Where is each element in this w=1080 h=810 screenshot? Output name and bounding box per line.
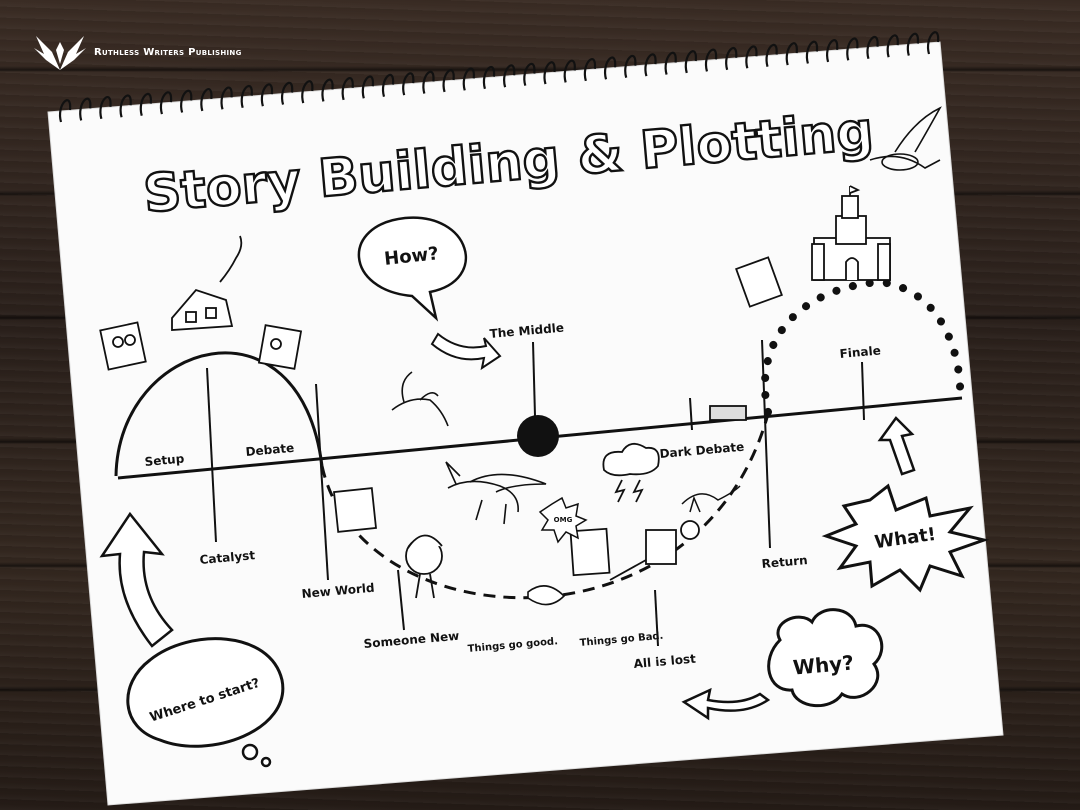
spiral-ring [664, 51, 677, 75]
spiral-ring [119, 94, 132, 118]
spiral-ring [180, 89, 193, 113]
finale-dotted-arc [760, 277, 965, 416]
spiral-ring [422, 70, 435, 94]
spiral-ring [846, 37, 859, 61]
spiral-ring [220, 86, 233, 110]
spiral-ring [240, 84, 253, 109]
svg-text:OMG: OMG [554, 516, 573, 524]
spiral-ring [785, 42, 798, 66]
spiral-ring [583, 58, 596, 82]
spiral-ring [301, 80, 314, 104]
what-starburst-bubble: What! [821, 483, 990, 593]
spiral-ring [442, 69, 455, 93]
spiral-ring [926, 31, 940, 55]
spiral-ring [523, 62, 536, 86]
big-up-arrow-icon [99, 511, 174, 648]
spiral-ring [684, 50, 697, 74]
dragon-illustration [391, 371, 449, 427]
label-debate: Debate [245, 441, 295, 459]
spiral-ring [603, 56, 617, 80]
storm-cloud-icon [602, 442, 660, 503]
spiral-ring [341, 77, 354, 101]
spiral-ring [321, 78, 334, 102]
spiral-ring [159, 91, 173, 115]
spiral-ring [886, 34, 899, 58]
girl-character-illustration [405, 534, 443, 599]
flying-dragon-illustration [869, 106, 942, 171]
spiral-ring [200, 88, 213, 112]
brand-header: Ruthless Writers Publishing [30, 30, 242, 74]
spiral-ring [381, 73, 395, 97]
house-illustration [171, 235, 243, 331]
spiral-ring [866, 35, 879, 60]
spiral-ring [563, 59, 576, 83]
pegasus-illustration [445, 461, 547, 525]
castle-illustration [811, 185, 891, 281]
spiral-ring [503, 64, 516, 88]
spiral-ring [58, 99, 72, 123]
spiral-ring [280, 81, 294, 105]
label-setup: Setup [144, 452, 185, 469]
spiral-ring [99, 95, 112, 120]
spiral-ring [644, 53, 657, 77]
spiral-ring [79, 97, 92, 121]
setup-arch [114, 351, 324, 477]
spiral-ring [361, 75, 374, 99]
curved-arrow-right-icon [430, 332, 502, 371]
where-to-start-thought-bubble: Where to start? [126, 637, 285, 768]
label-return: Return [761, 553, 808, 571]
spiral-ring [745, 45, 758, 69]
middle-dot [517, 415, 559, 457]
up-arrow-right-icon [877, 416, 916, 476]
small-creatures-illustration [681, 485, 741, 513]
omg-burst: OMG [538, 496, 588, 544]
label-new-world: New World [301, 581, 375, 601]
spiral-ring [462, 67, 475, 91]
spiral-binding [58, 31, 940, 123]
fish-illustration [527, 585, 566, 606]
brand-name: Ruthless Writers Publishing [94, 46, 242, 58]
spiral-ring [906, 32, 919, 56]
spiral-ring [624, 54, 637, 79]
why-cloud-bubble: Why? [767, 608, 884, 708]
spiral-ring [482, 65, 496, 90]
spiral-ring [139, 92, 152, 116]
spiral-ring [725, 46, 738, 71]
label-the-middle: The Middle [489, 321, 564, 341]
spiral-ring [805, 40, 818, 64]
spiral-ring [543, 61, 556, 85]
spiral-ring [765, 43, 778, 67]
how-speech-bubble: How? [357, 216, 468, 322]
robot-knight-illustration [609, 520, 700, 581]
label-all-is-lost: All is lost [633, 652, 697, 671]
svg-text:Why?: Why? [792, 650, 855, 679]
label-catalyst: Catalyst [199, 548, 256, 567]
tick-lines [206, 339, 865, 647]
book-characters-illustration [99, 256, 783, 577]
spiral-ring [704, 48, 718, 72]
spiral-ring [826, 39, 839, 63]
phoenix-wings-icon [34, 36, 86, 70]
spiral-ring [402, 72, 415, 96]
label-finale: Finale [839, 343, 881, 361]
spiral-ring [260, 83, 273, 107]
curved-arrow-left-icon [681, 687, 771, 721]
